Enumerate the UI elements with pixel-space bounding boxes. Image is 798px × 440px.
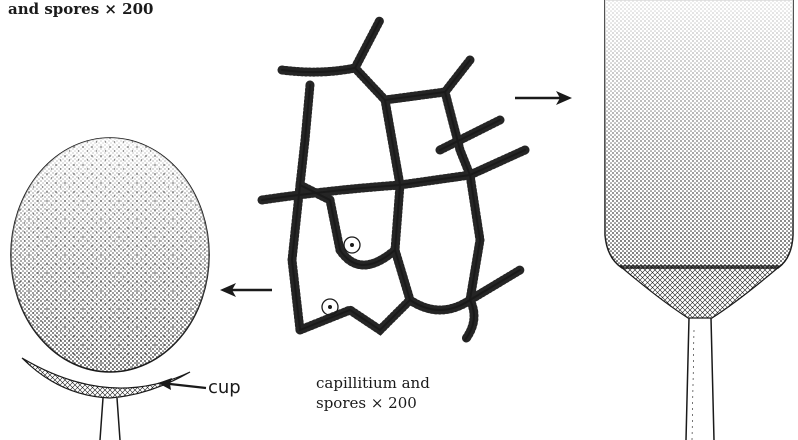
capillitium-caption-line1: capillitium and <box>316 374 430 392</box>
capillitium-network <box>262 20 525 340</box>
right-cup <box>620 266 780 318</box>
top-caption-partial: and spores × 200 <box>8 0 154 18</box>
cup-label: cup <box>208 379 241 397</box>
cup-pointer-arrow <box>158 378 206 390</box>
left-sporangium <box>11 138 209 440</box>
right-sporangium <box>605 0 793 440</box>
arrow-left <box>220 283 272 297</box>
capillitium-caption-line2: spores × 200 <box>316 394 417 412</box>
left-stalk <box>100 398 120 440</box>
right-stalk <box>686 318 714 440</box>
arrow-right <box>515 91 572 105</box>
